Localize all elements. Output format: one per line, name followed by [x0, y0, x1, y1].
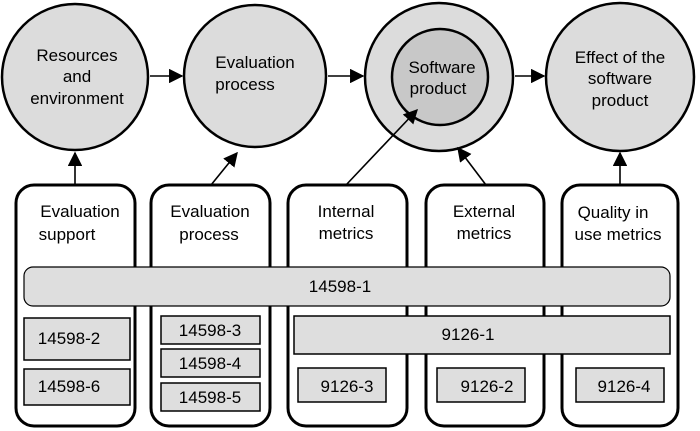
resources-label-line1: Resources — [36, 46, 117, 65]
software-product-line1: Software — [408, 58, 475, 77]
standard-14598-3-label: 14598-3 — [179, 321, 241, 340]
standard-9126-4-label: 9126-4 — [598, 377, 651, 396]
effect-label-line2: software — [588, 69, 652, 88]
standard-14598-4-box — [160, 348, 261, 378]
standard-14598-3-box — [160, 315, 261, 345]
standard-14598-6-box — [23, 368, 131, 406]
standard-14598-2-label: 14598-2 — [38, 329, 100, 348]
effect-label-line1: Effect of the — [575, 48, 665, 67]
standard-9126-4-box — [575, 367, 665, 403]
standard-9126-2-label: 9126-2 — [461, 377, 514, 396]
effect-label-line3: product — [592, 91, 649, 110]
standard-14598-4-label: 14598-4 — [179, 354, 241, 373]
standard-9126-1-bar — [293, 315, 671, 355]
arrow-internal-to-software-product — [345, 108, 418, 186]
standard-9126-1-label: 9126-1 — [442, 325, 495, 344]
quality-in-use-title-line1: Quality in — [578, 203, 649, 222]
standard-14598-1-label: 14598-1 — [309, 277, 371, 296]
arrow-process-column-to-process-circle — [210, 151, 238, 186]
external-metrics-title-line2: metrics — [457, 224, 512, 243]
standard-14598-5-box — [160, 382, 261, 412]
circle-resources-environment: Resources and environment — [0, 2, 150, 152]
software-product-line2: product — [410, 79, 467, 98]
internal-metrics-title-line1: Internal — [318, 202, 375, 221]
standard-14598-5-label: 14598-5 — [179, 388, 241, 407]
resources-label-line3: environment — [30, 89, 124, 108]
arrow-external-to-software-product — [457, 146, 487, 186]
standard-9126-3-label: 9126-3 — [321, 377, 374, 396]
circle-software-product: Software product — [363, 1, 515, 153]
quality-in-use-title-line2: use metrics — [575, 225, 662, 244]
evaluation-process-circle-line2: process — [215, 75, 275, 94]
evaluation-process-circle-line1: Evaluation — [215, 53, 294, 72]
standard-9126-2-box — [436, 367, 526, 403]
evaluation-process-title-line2: process — [179, 225, 239, 244]
standard-14598-6-label: 14598-6 — [38, 377, 100, 396]
circle-effect-of-software-product: Effect of the software product — [544, 1, 696, 153]
evaluation-support-title-line1: Evaluation — [40, 202, 119, 221]
evaluation-process-title-line1: Evaluation — [170, 202, 249, 221]
standard-14598-2-box — [23, 317, 131, 361]
external-metrics-title-line1: External — [453, 202, 515, 221]
standard-9126-3-box — [297, 367, 387, 403]
standard-14598-1-bar — [23, 266, 671, 307]
circle-evaluation-process: Evaluation process — [182, 3, 328, 149]
internal-metrics-title-line2: metrics — [319, 224, 374, 243]
resources-label-line2: and — [63, 67, 91, 86]
evaluation-support-title-line2: support — [39, 225, 96, 244]
